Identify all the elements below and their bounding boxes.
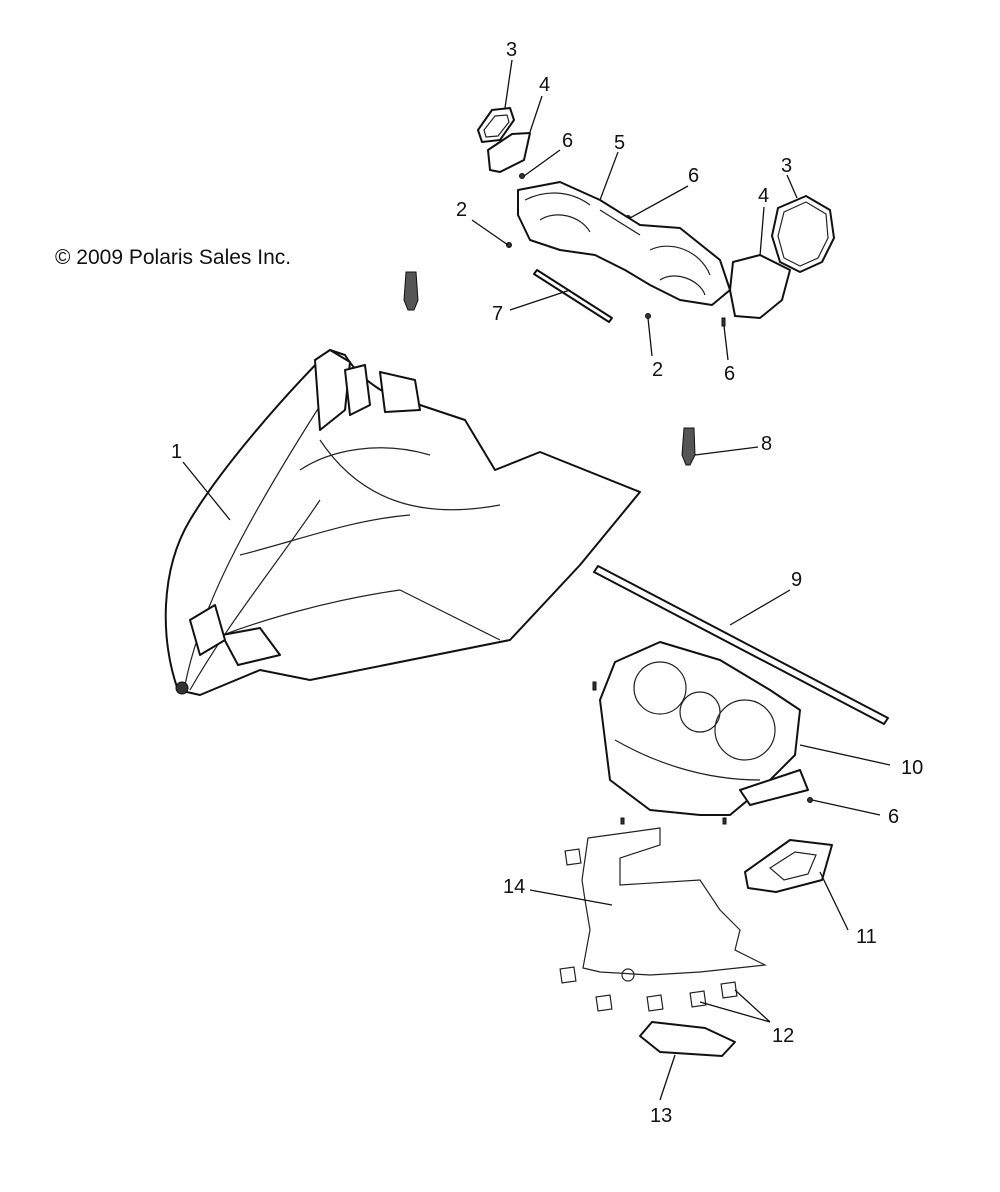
hood-part — [164, 349, 641, 696]
callout-5: 5 — [614, 132, 625, 154]
callout-6-mid: 6 — [888, 806, 899, 828]
callout-1: 1 — [171, 441, 182, 463]
trim-strip-part — [593, 565, 889, 725]
callout-8: 8 — [761, 433, 772, 455]
dash-panel-part — [599, 641, 809, 816]
callout-4-right: 4 — [758, 185, 769, 207]
foam-pad-part — [639, 1021, 736, 1057]
clip-part — [681, 427, 696, 466]
callout-2-left: 2 — [456, 199, 467, 221]
clip-top-part — [403, 271, 419, 311]
callout-6-upper-left: 6 — [562, 130, 573, 152]
callout-10: 10 — [901, 757, 923, 779]
insulation-part — [581, 827, 768, 982]
leader-lines — [182, 59, 891, 1101]
callout-9: 9 — [791, 569, 802, 591]
lens-right-part — [729, 254, 791, 319]
callout-4-upper-left: 4 — [539, 74, 550, 96]
callout-3-upper-left: 3 — [506, 39, 517, 61]
bezel-ring-left-part — [477, 107, 515, 143]
callout-14: 14 — [503, 876, 525, 898]
callout-7: 7 — [492, 303, 503, 325]
bezel-ring-right-part — [771, 195, 835, 273]
lens-left-part — [487, 132, 531, 173]
callout-12: 12 — [772, 1025, 794, 1047]
seal-strip-part — [533, 269, 613, 323]
callout-2-lower: 2 — [652, 359, 663, 381]
instrument-housing-part — [517, 181, 731, 306]
pad-parts — [559, 848, 738, 1012]
callout-11: 11 — [856, 926, 877, 948]
callout-labels: 3 4 6 5 6 3 4 2 7 2 6 1 8 9 10 6 14 11 1… — [171, 39, 923, 1127]
vent-part — [744, 839, 833, 893]
callout-6-upper-right: 6 — [688, 165, 699, 187]
callout-6-lower: 6 — [724, 363, 735, 385]
callout-13: 13 — [650, 1105, 672, 1127]
callout-3-right: 3 — [781, 155, 792, 177]
copyright-text: © 2009 Polaris Sales Inc. — [55, 246, 291, 269]
